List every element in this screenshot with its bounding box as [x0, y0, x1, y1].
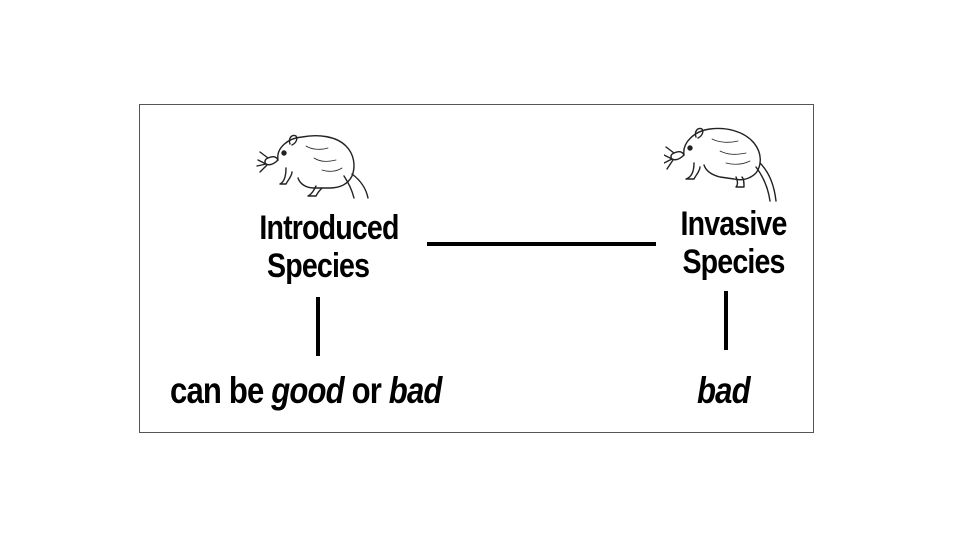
invasive-species-note: bad — [697, 371, 750, 411]
rat-icon — [664, 117, 784, 203]
left-vertical-line — [316, 297, 320, 356]
connector-line — [427, 242, 656, 246]
note-text: or — [344, 370, 389, 411]
term-introduced-species: Introduced Species — [232, 209, 425, 285]
term-line-1: Introduced — [232, 209, 425, 247]
term-line-2: Species — [664, 243, 803, 281]
term-line-2: Species — [211, 247, 426, 285]
term-invasive-species: Invasive Species — [664, 205, 803, 281]
rat-icon — [256, 120, 376, 200]
right-vertical-line — [724, 291, 728, 350]
note-emphasis-bad: bad — [697, 370, 750, 411]
introduced-species-note: can be good or bad — [170, 371, 442, 411]
note-emphasis-good: good — [271, 370, 344, 411]
note-emphasis-bad: bad — [389, 370, 442, 411]
term-line-1: Invasive — [664, 205, 803, 243]
note-text: can be — [170, 370, 271, 411]
